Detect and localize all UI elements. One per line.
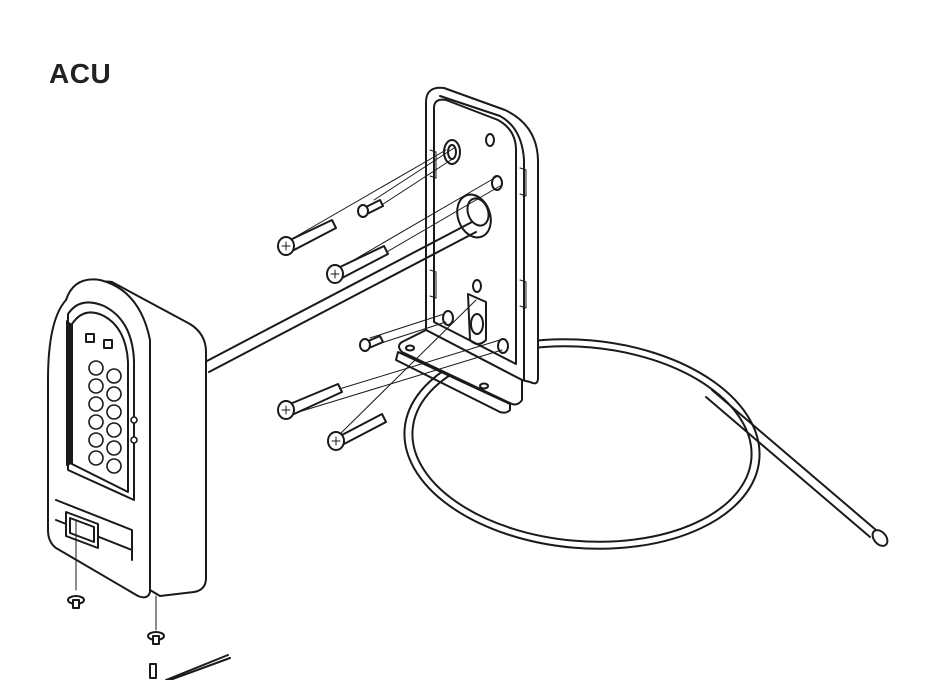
connecting-cable <box>204 221 477 373</box>
long-screw <box>277 219 337 256</box>
long-screw <box>277 383 343 420</box>
keypad-buttons <box>88 360 122 474</box>
long-screw <box>327 413 387 451</box>
short-screw <box>357 199 384 218</box>
short-screw <box>359 335 384 352</box>
bottom-screw <box>67 519 85 609</box>
wall-mounting-bracket <box>395 86 539 414</box>
keypad-unit <box>47 278 207 599</box>
bottom-screw <box>147 595 165 645</box>
diagram-title: ACU <box>49 58 112 89</box>
long-screw <box>326 245 389 284</box>
coiled-cable <box>403 338 889 550</box>
security-key <box>149 654 231 680</box>
